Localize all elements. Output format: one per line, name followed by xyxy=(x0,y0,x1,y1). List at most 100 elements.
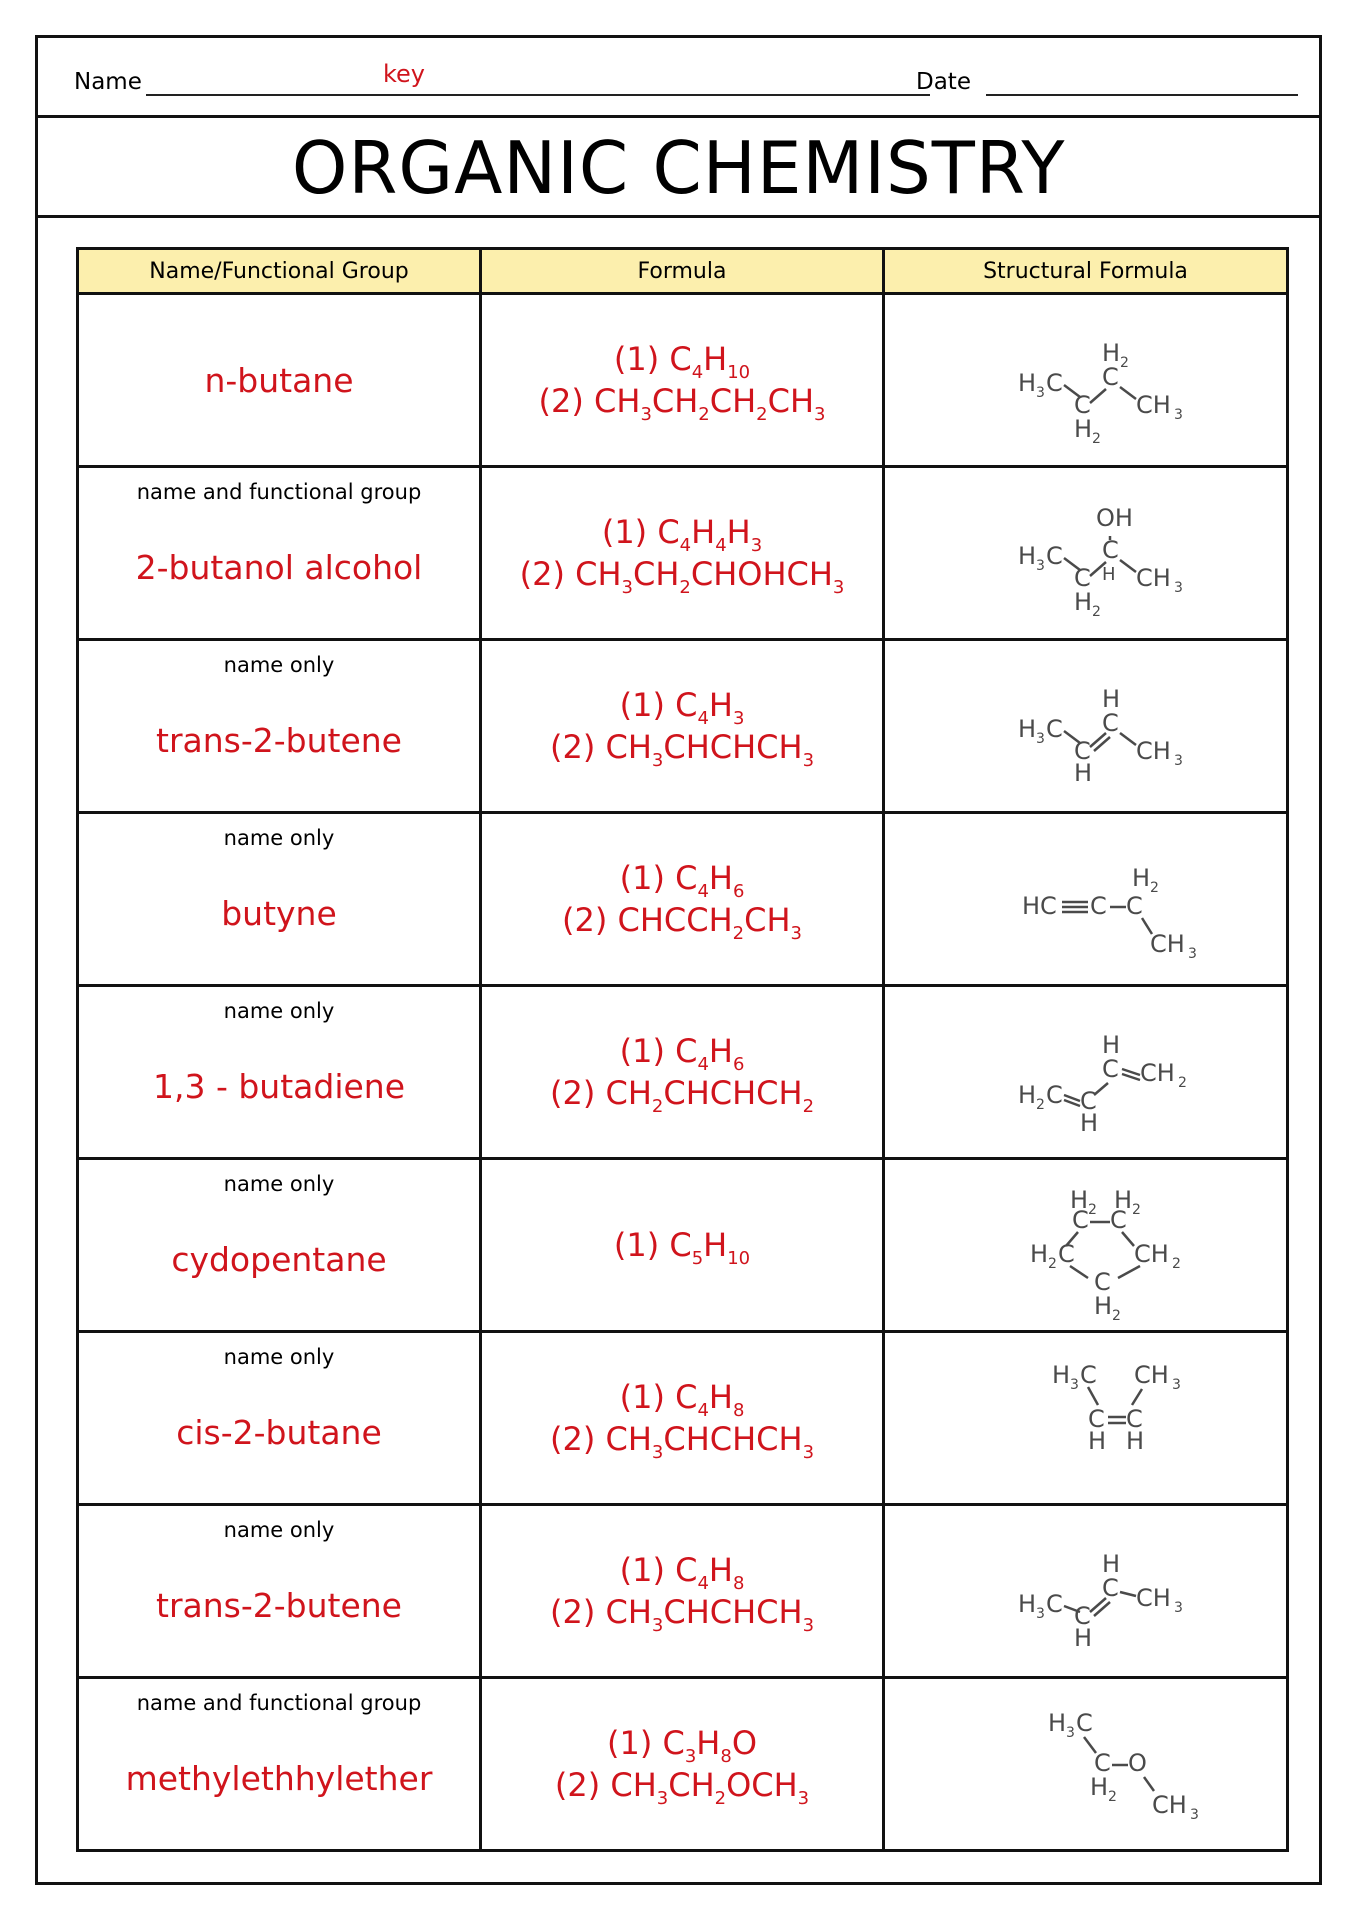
svg-text:H: H xyxy=(1018,369,1036,397)
svg-text:H: H xyxy=(1018,1590,1036,1618)
name-date-header: Name key Date xyxy=(38,38,1319,118)
svg-text:CH: CH xyxy=(1136,1584,1171,1612)
svg-text:3: 3 xyxy=(1066,1725,1075,1741)
svg-text:C: C xyxy=(1088,1405,1105,1433)
molecular-formula: (1) C4H4H3 xyxy=(601,513,763,556)
svg-text:H: H xyxy=(1074,588,1092,616)
svg-text:C: C xyxy=(1074,391,1091,419)
svg-text:H: H xyxy=(1074,759,1092,787)
svg-text:CH: CH xyxy=(1134,1361,1169,1389)
svg-text:2: 2 xyxy=(1092,604,1101,620)
molecular-formula: (1) C4H8 xyxy=(619,1378,745,1421)
molecular-formula: (1) C5H10 xyxy=(613,1226,751,1269)
date-line xyxy=(986,94,1298,96)
svg-text:2: 2 xyxy=(1048,1256,1057,1272)
svg-text:3: 3 xyxy=(1036,731,1045,747)
svg-text:H: H xyxy=(1132,864,1150,892)
svg-text:H: H xyxy=(1074,1624,1092,1652)
svg-text:H: H xyxy=(1030,1240,1048,1268)
svg-text:C: C xyxy=(1074,1602,1091,1630)
chemistry-table: Name/Functional Group Formula Structural… xyxy=(76,247,1289,1852)
svg-text:CH: CH xyxy=(1136,564,1171,592)
compound-name-answer: n-butane xyxy=(204,360,354,400)
svg-text:2: 2 xyxy=(1120,355,1129,371)
svg-text:3: 3 xyxy=(1174,1600,1183,1616)
instruction-note: name only xyxy=(223,1345,335,1369)
condensed-formula: (2) CH3CHCHCH3 xyxy=(549,1593,815,1636)
svg-text:C: C xyxy=(1126,892,1143,920)
svg-text:CH: CH xyxy=(1140,1059,1175,1087)
svg-text:OH: OH xyxy=(1096,504,1133,532)
name-cell: name only cis-2-butane xyxy=(76,1330,482,1506)
svg-text:2: 2 xyxy=(1112,1308,1121,1320)
formula-cell: (1) C4H8(2) CH3CHCHCH3 xyxy=(479,1503,885,1679)
column-header-formula: Formula xyxy=(479,247,885,295)
svg-text:C: C xyxy=(1046,1081,1063,1109)
compound-name-answer: trans-2-butene xyxy=(156,720,402,760)
formula-cell: (1) C4H8(2) CH3CHCHCH3 xyxy=(479,1330,885,1506)
svg-text:C: C xyxy=(1126,1405,1143,1433)
condensed-formula: (2) CH2CHCHCH2 xyxy=(549,1074,815,1117)
svg-text:C: C xyxy=(1046,715,1063,743)
svg-text:H: H xyxy=(1018,542,1036,570)
svg-text:C: C xyxy=(1080,1087,1097,1115)
condensed-formula: (2) CH3CH2OCH3 xyxy=(554,1766,810,1809)
table-row: name only trans-2-butene (1) C4H8(2) CH3CH… xyxy=(76,1503,1289,1679)
svg-text:CH: CH xyxy=(1150,930,1185,958)
condensed-formula: (2) CH3CH2CH2CH3 xyxy=(538,382,826,425)
svg-text:C: C xyxy=(1094,1749,1111,1777)
compound-name-answer: 2-butanol alcohol xyxy=(135,547,423,587)
svg-text:H: H xyxy=(1102,1550,1120,1578)
instruction-note: name only xyxy=(223,826,335,850)
svg-text:H: H xyxy=(1102,685,1120,713)
compound-name-answer: cis-2-butane xyxy=(176,1412,382,1452)
table-row: name only cis-2-butane (1) C4H8(2) CH3CHCH… xyxy=(76,1330,1289,1506)
molecular-formula: (1) C3H8O xyxy=(607,1724,757,1767)
column-header-structural-formula: Structural Formula xyxy=(882,247,1289,295)
svg-text:3: 3 xyxy=(1036,1606,1045,1622)
svg-text:C: C xyxy=(1046,542,1063,570)
compound-name-answer: 1,3 - butadiene xyxy=(152,1066,406,1106)
svg-text:H: H xyxy=(1080,1109,1098,1137)
svg-text:C: C xyxy=(1058,1240,1075,1268)
date-label: Date xyxy=(916,69,971,95)
instruction-note: name only xyxy=(223,1518,335,1542)
svg-text:C: C xyxy=(1102,363,1119,391)
name-value: key xyxy=(383,60,426,88)
name-line xyxy=(146,94,930,96)
page-title: ORGANIC CHEMISTRY xyxy=(291,126,1066,210)
instruction-note: name only xyxy=(223,653,335,677)
condensed-formula: (2) CH3CHCHCH3 xyxy=(549,728,815,771)
svg-text:2: 2 xyxy=(1132,1202,1141,1218)
compound-name-answer: trans-2-butene xyxy=(156,1585,402,1625)
name-cell: name only trans-2-butene xyxy=(76,638,482,814)
svg-text:3: 3 xyxy=(1036,385,1045,401)
svg-text:3: 3 xyxy=(1190,1807,1199,1823)
column-header-name: Name/Functional Group xyxy=(76,247,482,295)
svg-text:C: C xyxy=(1102,1055,1119,1083)
molecular-formula: (1) C4H8 xyxy=(619,1551,745,1594)
svg-text:C: C xyxy=(1074,737,1091,765)
svg-text:C: C xyxy=(1046,369,1063,397)
molecular-formula: (1) C4H6 xyxy=(619,1032,745,1075)
svg-text:H: H xyxy=(1094,1292,1112,1320)
svg-text:3: 3 xyxy=(1036,558,1045,574)
instruction-note: name only xyxy=(223,1172,335,1196)
formula-cell: (1) C4H6(2) CH2CHCHCH2 xyxy=(479,984,885,1160)
svg-text:H: H xyxy=(1114,1186,1132,1214)
svg-text:H: H xyxy=(1018,715,1036,743)
